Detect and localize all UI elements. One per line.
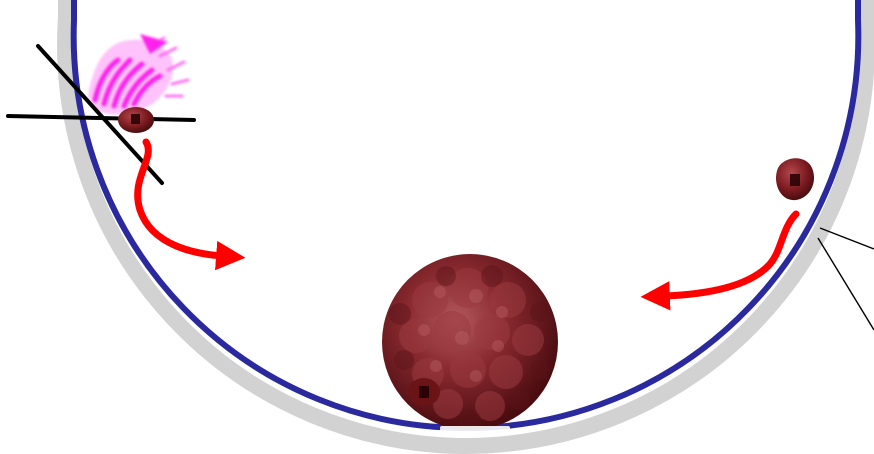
well-bottom-highlight <box>440 426 510 431</box>
right-red-arrow <box>664 214 796 296</box>
pink-magnetic-burst-icon <box>88 34 188 114</box>
left-red-arrow <box>138 142 222 256</box>
cell-blocked-by-cross <box>118 107 154 133</box>
cell-aggregate <box>382 254 558 431</box>
cell-detaching <box>776 158 814 200</box>
callout-lines <box>818 228 874 330</box>
